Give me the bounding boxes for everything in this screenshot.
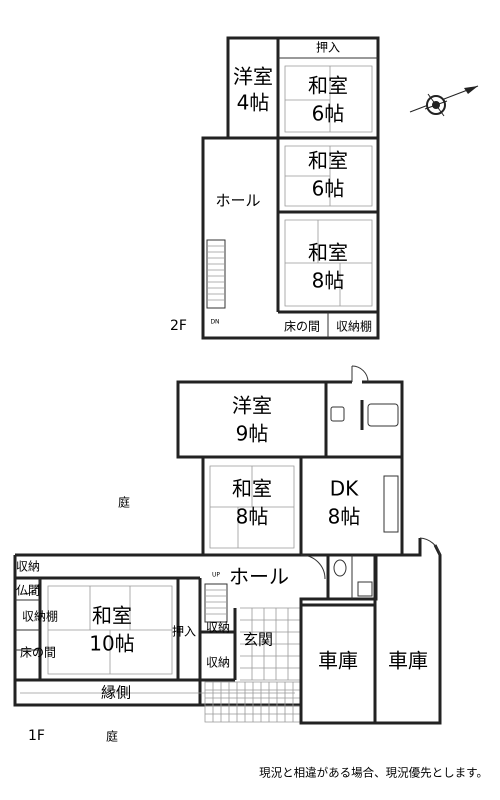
- footnote: 現況と相違がある場合、現況優先とします。: [259, 766, 488, 780]
- room-label: 床の間: [284, 320, 320, 334]
- room-label: 玄関: [243, 631, 273, 649]
- staircase-1f: [204, 583, 228, 623]
- garage-wall: [373, 538, 442, 725]
- garden-label: 庭: [106, 729, 118, 744]
- floor-label: 2F: [170, 318, 187, 334]
- room-size: 8帖: [236, 505, 269, 529]
- stairs-mark: UP: [212, 572, 220, 579]
- door-swing: [300, 554, 326, 580]
- room-label: 収納棚: [22, 609, 58, 624]
- room-label: 押入: [316, 41, 340, 55]
- room-title: 和室: [92, 604, 132, 628]
- room-label: ホール: [215, 192, 260, 210]
- room-title: 和室: [308, 149, 348, 173]
- kitchen-counter: [383, 475, 399, 533]
- bath-wall: [326, 380, 404, 459]
- room-title: DK: [330, 477, 359, 501]
- toilet: [333, 559, 347, 577]
- stairs-mark: DN: [210, 319, 219, 326]
- room-label: 縁側: [101, 684, 131, 702]
- room-label: 収納棚: [336, 319, 372, 334]
- sink: [357, 581, 373, 597]
- room-label: 収納: [16, 560, 40, 574]
- room-size: 4帖: [237, 91, 270, 115]
- staircase-2f: [206, 239, 226, 309]
- washbasin: [330, 406, 345, 422]
- bathtub: [367, 403, 399, 427]
- floor-label: 1F: [28, 728, 45, 744]
- room-size: 9帖: [236, 422, 269, 446]
- room-title: 洋室: [233, 65, 273, 89]
- tatami-lines: [209, 465, 295, 549]
- floor-2f: 洋室 4帖 押入 和室 6帖 和室 6帖 和室 8帖 ホール 床の間 収納棚 D…: [170, 36, 380, 340]
- room-title: 和室: [308, 241, 348, 265]
- door-swing: [419, 537, 441, 556]
- room-size: 10帖: [89, 632, 134, 656]
- room-title: 洋室: [232, 394, 272, 418]
- room-size: 8帖: [328, 505, 361, 529]
- garden-label: 庭: [118, 495, 130, 510]
- room-label: 仏間: [16, 584, 40, 598]
- room-label: 車庫: [388, 649, 428, 673]
- door-swing: [351, 365, 369, 383]
- room-label: 押入: [172, 625, 196, 639]
- room-label: 収納: [206, 656, 230, 670]
- room-size: 6帖: [312, 177, 345, 201]
- room-size: 6帖: [312, 102, 345, 126]
- floor-2f-outer-wall: [201, 36, 380, 340]
- tatami-lines: [47, 585, 173, 675]
- room-label: 車庫: [318, 649, 358, 673]
- room-title: 和室: [308, 74, 348, 98]
- tatami-lines: [284, 219, 373, 307]
- room-title: 和室: [232, 477, 272, 501]
- tatami-lines: [284, 65, 373, 133]
- compass-icon: [409, 85, 479, 117]
- room-label: ホール: [229, 565, 289, 589]
- floor-1f: 洋室 9帖 和室 8帖 DK 8帖 ホール 和室 10帖 押入 収納 収納 玄関…: [13, 365, 442, 744]
- door-swing: [23, 577, 41, 595]
- room-label: 収納: [206, 621, 230, 635]
- room-size: 8帖: [312, 269, 345, 293]
- tatami-lines: [284, 145, 373, 207]
- room-label: 床の間: [20, 646, 56, 660]
